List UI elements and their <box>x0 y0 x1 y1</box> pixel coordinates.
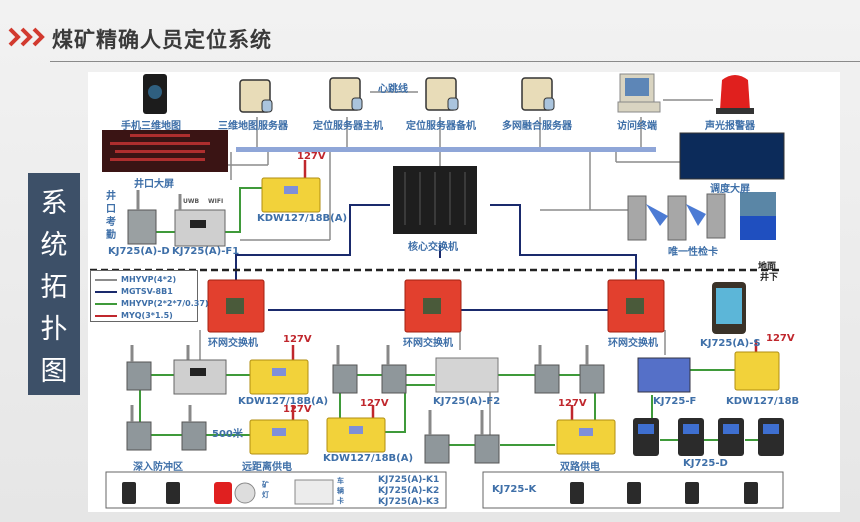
label-ring-switch: 环网交换机 <box>208 338 258 349</box>
reader-d-icon <box>127 209 157 245</box>
legend-item: MHYVP(2*2*7/0.37) <box>95 299 209 308</box>
side-panel-topology: 系 统 拓 扑 图 <box>28 173 80 395</box>
label-map-server: 三维地图服务器 <box>218 121 288 132</box>
side-char: 拓 <box>40 271 68 303</box>
label-access-terminal: 访问终端 <box>617 121 657 132</box>
label-below-ground: 井下 <box>760 273 779 283</box>
label-unique-check: 唯一性检卡 <box>668 247 718 258</box>
label-phone-map: 手机三维地图 <box>121 121 181 132</box>
side-char: 统 <box>40 229 68 261</box>
label-voltage: 127V <box>766 333 795 344</box>
label-station-f2: KJ725(A)-F2 <box>433 396 501 407</box>
side-char: 系 <box>40 187 68 219</box>
label-voltage: 127V <box>360 398 389 409</box>
main-bus <box>236 147 656 152</box>
label-voltage: 127V <box>283 404 312 415</box>
label-loc-main: 定位服务器主机 <box>313 121 383 132</box>
label-voltage: 127V <box>297 151 326 162</box>
label-power-a: KDW127/18B(A) <box>257 213 348 224</box>
label-dispatch-screen: 调度大屏 <box>710 184 750 195</box>
label-tag-kj725k: KJ725-K <box>492 484 537 495</box>
label-dual-power: 双路供电 <box>560 462 600 473</box>
alarm-light-icon <box>720 75 750 110</box>
label-loc-backup: 定位服务器备机 <box>406 121 476 132</box>
cable-legend: MHYVP(4*2) MGTSV-8B1 MHYVP(2*2*7/0.37) M… <box>90 270 209 322</box>
card-tag-icon <box>122 482 758 504</box>
chevrons-icon <box>8 27 45 47</box>
label-well-screen: 井口大屏 <box>134 179 174 190</box>
title-divider <box>50 61 860 62</box>
label-alarm: 声光报警器 <box>705 121 755 132</box>
label-voltage: 127V <box>283 334 312 345</box>
power-supply-icon <box>249 177 780 455</box>
label-remote-power: 远距离供电 <box>242 462 292 473</box>
station-f2-icon <box>435 357 499 393</box>
legend-item: MGTSV-8B1 <box>95 287 173 296</box>
label-above-ground: 地面 <box>758 262 777 272</box>
turnstile-icon <box>627 193 726 241</box>
reader-kj725d-icon <box>633 418 784 456</box>
legend-item: MYQ(3*1.5) <box>95 311 173 320</box>
side-char: 扑 <box>40 313 68 345</box>
station-icon <box>173 359 227 395</box>
label-voltage: 127V <box>558 398 587 409</box>
label-reader-d: KJ725(A)-D <box>108 246 170 257</box>
label-fusion-server: 多网融合服务器 <box>502 121 572 132</box>
label-power-a2: KDW127/18B(A) <box>323 453 414 464</box>
label-power-b: KDW127/18B <box>726 396 800 407</box>
label-heartbeat: 心跳线 <box>378 84 408 95</box>
label-station-f: KJ725-F <box>653 396 697 407</box>
label-deep-zone: 深入防冲区 <box>133 462 183 473</box>
label-station-f1: KJ725(A)-F1 <box>172 246 240 257</box>
label-reader-kj725d: KJ725-D <box>683 458 728 469</box>
legend-item: MHYVP(4*2) <box>95 275 176 284</box>
vehicle-card-icon <box>294 479 334 505</box>
label-uwb: UWB <box>183 198 200 205</box>
label-ring-switch: 环网交换机 <box>403 338 453 349</box>
label-distance: 500米 <box>212 429 243 440</box>
dispatch-screen-icon <box>679 132 785 180</box>
station-f1-icon <box>174 209 226 247</box>
title-bar: 煤矿精确人员定位系统 <box>0 0 860 62</box>
station-kj725f-icon <box>637 357 691 393</box>
label-power-a1: KDW127/18B(A) <box>238 396 329 407</box>
cap-lamp-icon <box>214 482 232 504</box>
label-well-attendance: 井口考勤 <box>106 191 116 241</box>
label-ring-switch: 环网交换机 <box>608 338 658 349</box>
label-cap-lamp: 矿灯 <box>262 481 269 499</box>
label-core-switch: 核心交换机 <box>408 242 458 253</box>
label-wifi: WIFI <box>208 198 224 205</box>
label-handheld: KJ725(A)-S <box>700 338 761 349</box>
iris-scan-icon <box>740 192 776 216</box>
side-char: 图 <box>40 355 68 387</box>
label-vehicle-card: 车辆卡 <box>337 477 344 505</box>
page-title: 煤矿精确人员定位系统 <box>52 28 272 52</box>
